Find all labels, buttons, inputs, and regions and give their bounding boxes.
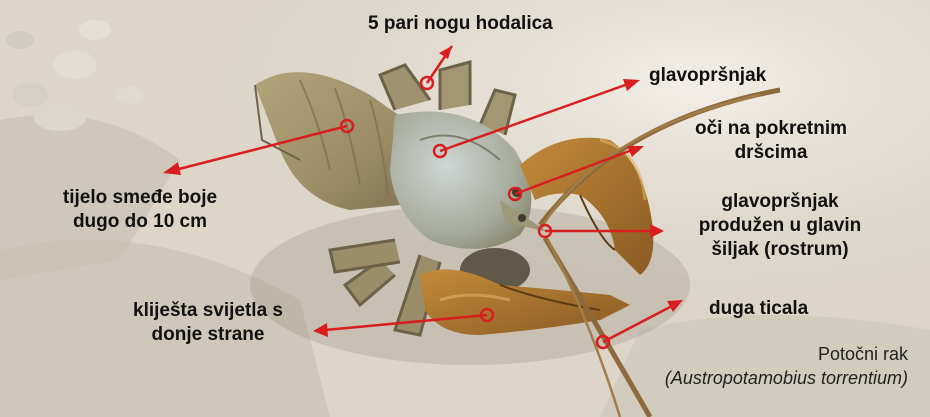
label-antennae: duga ticala: [709, 297, 808, 321]
label-rostrum: glavopršnjak produžen u glavin šiljak (r…: [680, 190, 880, 262]
label-eyes-line1: oči na pokretnim: [676, 117, 866, 141]
label-rostrum-line1: glavopršnjak: [680, 190, 880, 214]
species-caption: Potočni rak (Austropotamobius torrentium…: [665, 342, 908, 390]
label-body: tijelo smeđe boje dugo do 10 cm: [40, 186, 240, 234]
label-claws: kliješta svijetla s donje strane: [108, 299, 308, 347]
label-rostrum-line2: produžen u glavin: [680, 214, 880, 238]
label-rostrum-line3: šiljak (rostrum): [680, 238, 880, 262]
label-claws-line2: donje strane: [108, 323, 308, 347]
label-cephalothorax: glavopršnjak: [649, 64, 766, 88]
label-body-line1: tijelo smeđe boje: [40, 186, 240, 210]
label-walking-legs: 5 pari nogu hodalica: [368, 12, 553, 36]
species-common-name: Potočni rak: [818, 344, 908, 364]
label-body-line2: dugo do 10 cm: [40, 210, 240, 234]
label-eyes-line2: dršcima: [676, 141, 866, 165]
label-claws-line1: kliješta svijetla s: [108, 299, 308, 323]
species-scientific-name: (Austropotamobius torrentium): [665, 366, 908, 390]
label-eyes: oči na pokretnim dršcima: [676, 117, 866, 165]
